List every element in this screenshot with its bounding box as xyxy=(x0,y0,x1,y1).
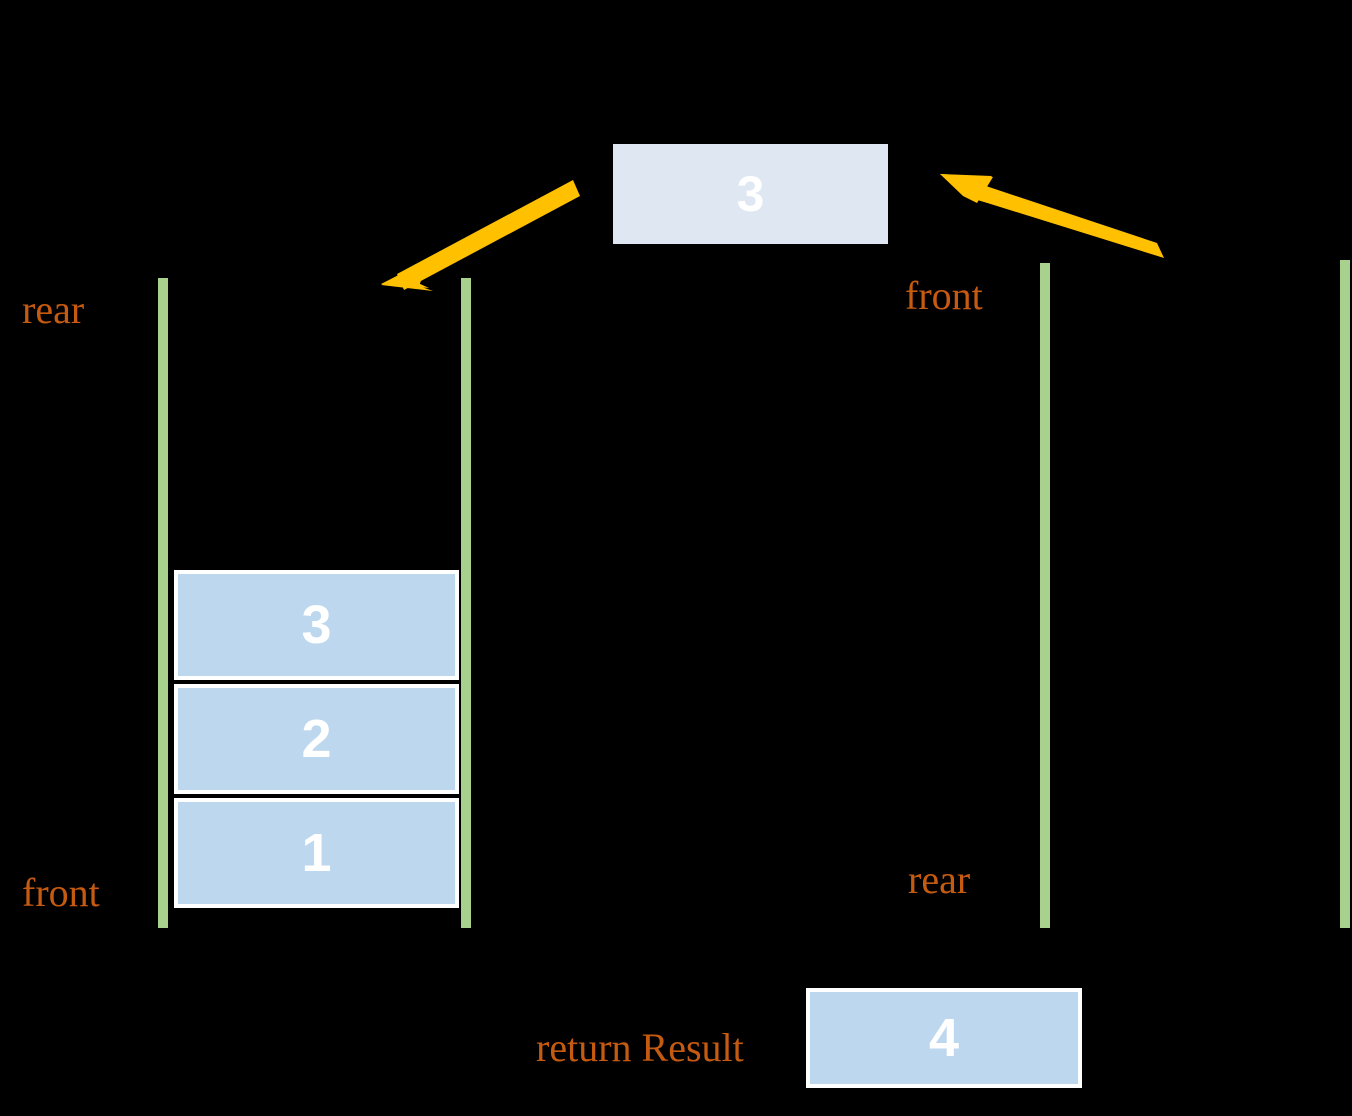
right-container-rail-right xyxy=(1340,260,1350,928)
transferred-element[interactable]: 3 xyxy=(613,144,888,244)
cell-value: 4 xyxy=(928,1008,960,1068)
return-result-label: return Result xyxy=(536,1025,744,1070)
result-value-box[interactable]: 4 xyxy=(806,988,1082,1088)
left-container-rear-label: rear xyxy=(22,287,85,332)
right-container-front-label: front xyxy=(905,273,983,318)
left-container-cell-bottom[interactable]: 1 xyxy=(174,798,459,908)
right-container-rail-left xyxy=(1040,263,1050,928)
arrow-from-right-stack xyxy=(940,174,1164,258)
cell-value: 3 xyxy=(301,595,332,655)
arrow-to-left-stack xyxy=(381,180,580,291)
left-container-rail-left xyxy=(158,278,168,928)
left-container-rail-right xyxy=(461,278,471,928)
cell-value: 2 xyxy=(301,709,332,769)
cell-value: 1 xyxy=(301,823,332,883)
cell-value: 3 xyxy=(736,166,765,222)
left-container-cell-middle[interactable]: 2 xyxy=(174,684,459,794)
left-container-front-label: front xyxy=(22,870,100,915)
right-container-rear-label: rear xyxy=(908,857,971,902)
left-container-cell-top[interactable]: 3 xyxy=(174,570,459,680)
